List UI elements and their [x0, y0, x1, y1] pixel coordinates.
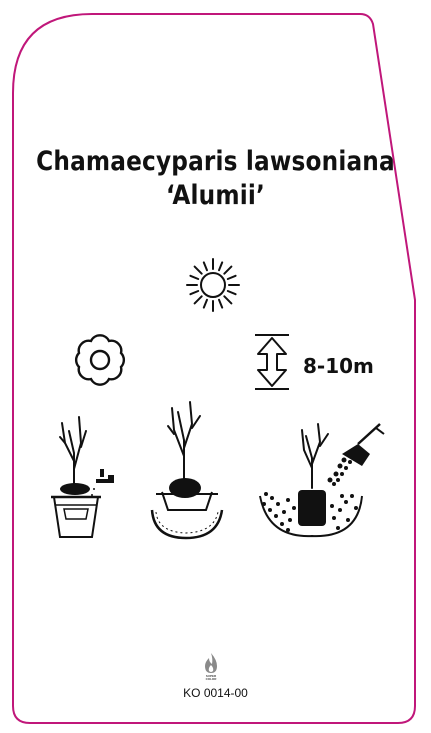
backfill-soil-icon — [259, 423, 385, 538]
bucket-watering-icon — [51, 416, 114, 538]
flower-icon — [74, 334, 126, 386]
brand-line-1: SUPER — [205, 674, 217, 678]
sun-icon — [186, 258, 240, 312]
planting-hole-icon — [150, 401, 224, 540]
height-arrow-icon — [255, 334, 289, 390]
mature-height-value: 8-10m — [303, 354, 374, 378]
plant-name-line-1: Chamaecyparis lawsoniana — [36, 146, 395, 177]
brand-line-2: COLOR — [205, 677, 217, 681]
plant-name-line-2: ‘Alumii’ — [166, 180, 265, 211]
product-code: KO 0014-00 — [183, 686, 248, 700]
flame-logo-icon — [205, 653, 217, 673]
brand-name: SUPER COLOR — [196, 675, 226, 681]
